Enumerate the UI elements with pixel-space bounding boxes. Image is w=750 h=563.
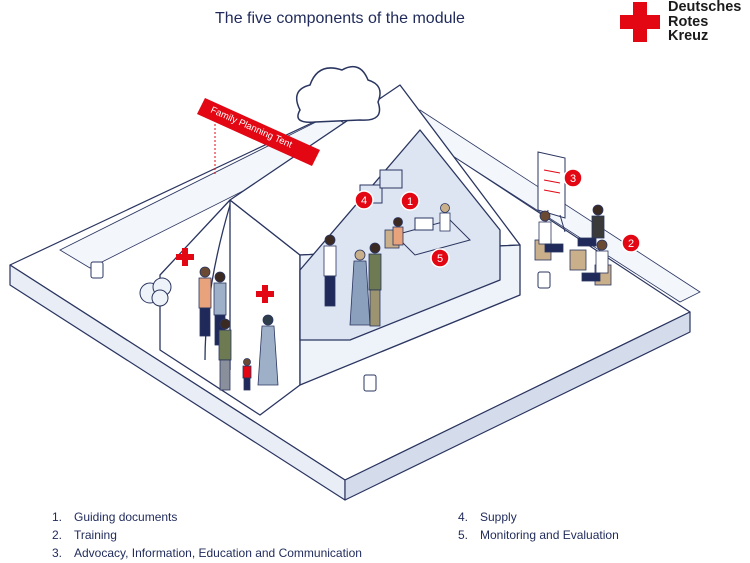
- svg-text:5: 5: [437, 253, 443, 265]
- marker-1: 1: [400, 191, 420, 211]
- svg-text:4: 4: [361, 195, 367, 207]
- cloud-icon: [295, 65, 381, 123]
- legend-item-5: 5.Monitoring and Evaluation: [458, 528, 619, 542]
- svg-text:2: 2: [628, 238, 634, 250]
- legend-item-4: 4.Supply: [458, 510, 517, 524]
- person-7: [368, 242, 382, 327]
- lamps: [90, 261, 551, 392]
- person-12: [581, 239, 609, 282]
- lamp-1: [90, 261, 104, 279]
- banner-label: Family Planning Tent: [209, 105, 294, 151]
- legend-item-2: 2.Training: [52, 528, 117, 542]
- marker-3: 3: [563, 168, 583, 188]
- logo-line-2: Rotes: [668, 13, 709, 30]
- person-4: [257, 314, 279, 386]
- marker-5: 5: [430, 248, 450, 268]
- people: [198, 203, 609, 391]
- person-3: [218, 318, 232, 391]
- legend-right: 4.Supply 5.Monitoring and Evaluation: [458, 508, 619, 544]
- bush: [139, 277, 172, 307]
- person-9: [439, 203, 451, 232]
- marker-4: 4: [354, 190, 374, 210]
- red-cross-logo-icon: [620, 2, 660, 42]
- person-child: [242, 358, 252, 391]
- person-8: [392, 217, 404, 246]
- marker-2: 2: [621, 233, 641, 253]
- person-10: [538, 210, 564, 253]
- logo-line-1: Deutsches: [668, 0, 742, 15]
- drk-logo: Deutsches Rotes Kreuz: [618, 0, 748, 46]
- tent-cross-2: [256, 285, 274, 303]
- person-6: [349, 249, 371, 326]
- module-illustration: Family Planning Tent: [9, 65, 701, 501]
- svg-text:1: 1: [407, 196, 413, 208]
- legend-left: 1.Guiding documents 2.Training 3.Advocac…: [52, 508, 362, 562]
- legend-item-3: 3.Advocacy, Information, Education and C…: [52, 546, 362, 560]
- lamp-2: [363, 374, 377, 392]
- svg-text:3: 3: [570, 173, 576, 185]
- monitoring-board: [537, 151, 566, 233]
- lamp-3: [537, 271, 551, 289]
- page-title: The five components of the module: [215, 10, 465, 27]
- tent-cross-1: [176, 248, 194, 266]
- legend-item-1: 1.Guiding documents: [52, 510, 178, 524]
- person-5: [323, 234, 337, 307]
- logo-wordmark: Deutsches Rotes Kreuz: [668, 0, 741, 44]
- person-1: [198, 266, 212, 337]
- person-11: [577, 204, 605, 247]
- logo-line-3: Kreuz: [668, 28, 709, 44]
